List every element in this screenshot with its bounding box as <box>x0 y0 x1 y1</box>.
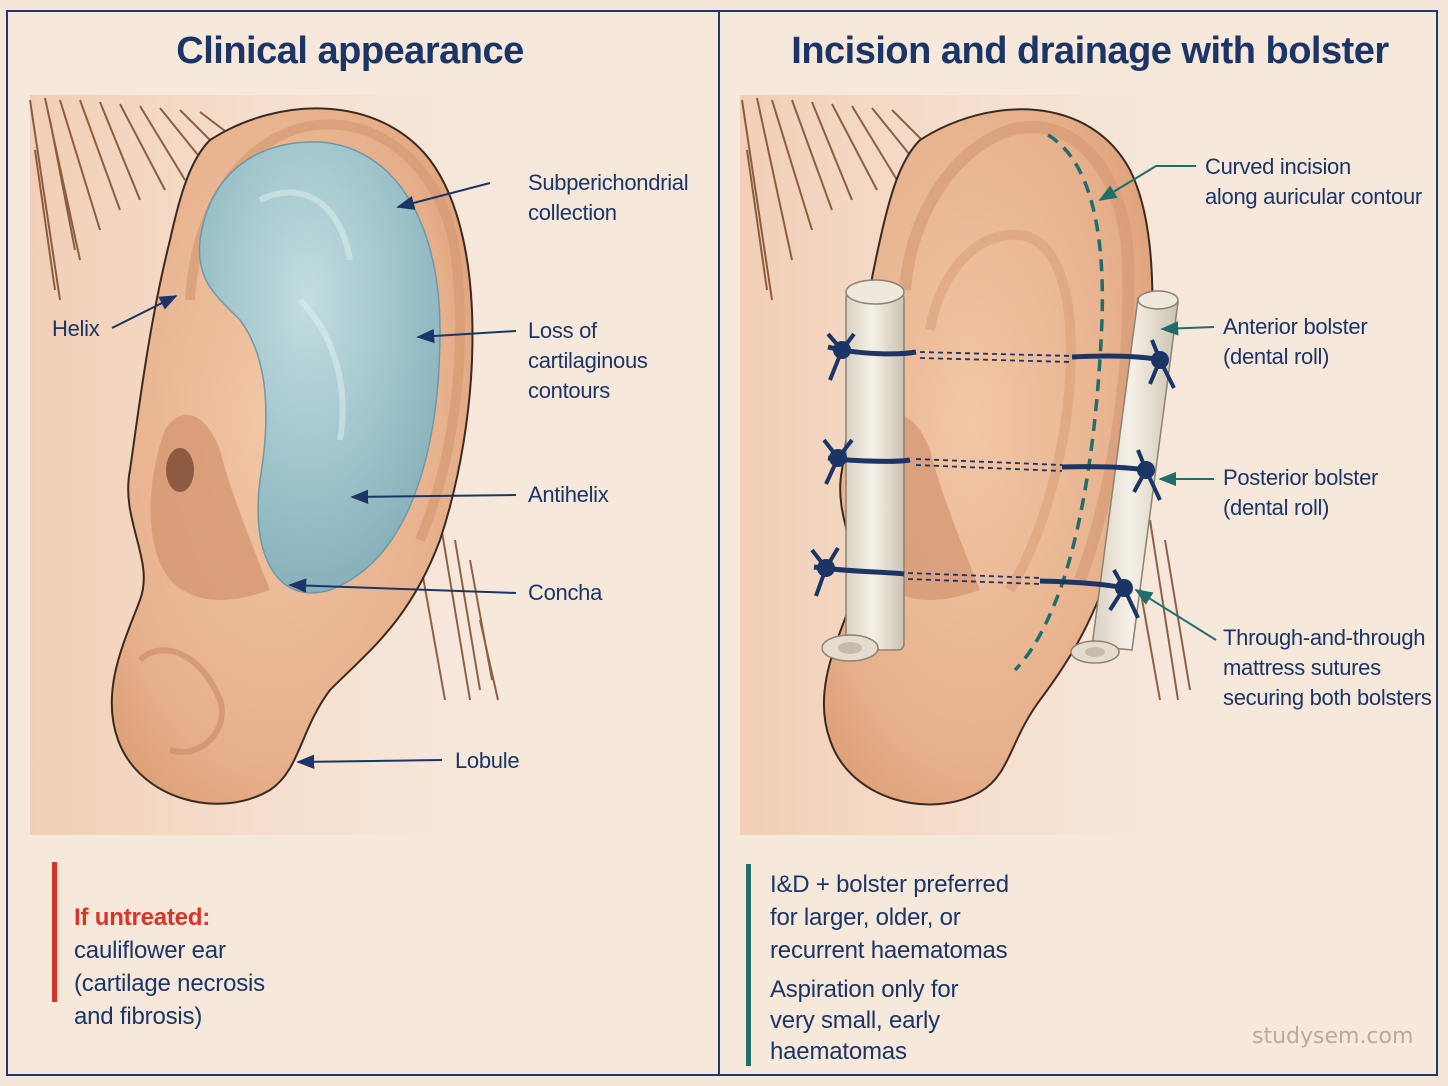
label-antihelix: Antihelix <box>528 482 609 507</box>
leader-helix <box>111 295 178 329</box>
untreated-heading: If untreated: <box>74 904 211 931</box>
label-posterior-bolster: Posterior bolster (dental roll) <box>1223 465 1379 520</box>
label-subperichondrial: Subperichondrial collection <box>528 170 689 225</box>
untreated-body: cauliflower ear (cartilage necrosis and … <box>74 937 265 1030</box>
leader-antihelix <box>350 489 517 505</box>
label-loss-of-contours: Loss of cartilaginous contours <box>528 318 648 403</box>
untreated-note: If untreated: cauliflower ear (cartilage … <box>74 868 265 1033</box>
left-ear-illustration <box>29 95 500 835</box>
label-concha: Concha <box>528 580 603 605</box>
leader-sutures <box>1134 589 1217 641</box>
leader-loss <box>416 328 517 344</box>
leader-subperichondrial <box>396 182 491 210</box>
warning-bar <box>52 862 57 1002</box>
recommendation-bar <box>746 864 751 1066</box>
note-aspiration: Aspiration only for very small, early ha… <box>770 976 959 1065</box>
right-panel-title: Incision and drainage with bolster <box>791 30 1389 72</box>
label-lobule: Lobule <box>455 748 520 773</box>
suture-top <box>826 332 1176 389</box>
leader-lobule <box>296 754 443 769</box>
suture-middle <box>822 438 1162 501</box>
curved-incision-line <box>1013 133 1105 672</box>
left-panel-title: Clinical appearance <box>176 30 524 72</box>
left-leader-lines <box>111 182 517 769</box>
right-leader-lines <box>1098 165 1217 641</box>
label-helix: Helix <box>52 316 100 341</box>
anterior-bolster <box>821 279 905 662</box>
watermark: studysem.com <box>1252 1024 1414 1049</box>
leader-concha <box>288 578 517 594</box>
ear-canal <box>166 448 194 492</box>
suture-bottom <box>810 546 1140 619</box>
note-id-bolster: I&D + bolster preferred for larger, olde… <box>770 871 1009 964</box>
label-anterior-bolster: Anterior bolster (dental roll) <box>1223 314 1368 369</box>
leader-anterior <box>1160 321 1215 336</box>
label-curved-incision: Curved incision along auricular contour <box>1205 154 1422 209</box>
label-mattress-sutures: Through-and-through mattress sutures sec… <box>1223 625 1432 710</box>
posterior-bolster <box>1070 290 1179 664</box>
haematoma-collection <box>198 141 441 594</box>
leader-incision <box>1098 165 1196 201</box>
mattress-sutures <box>810 332 1176 619</box>
panel-divider <box>718 10 720 1076</box>
